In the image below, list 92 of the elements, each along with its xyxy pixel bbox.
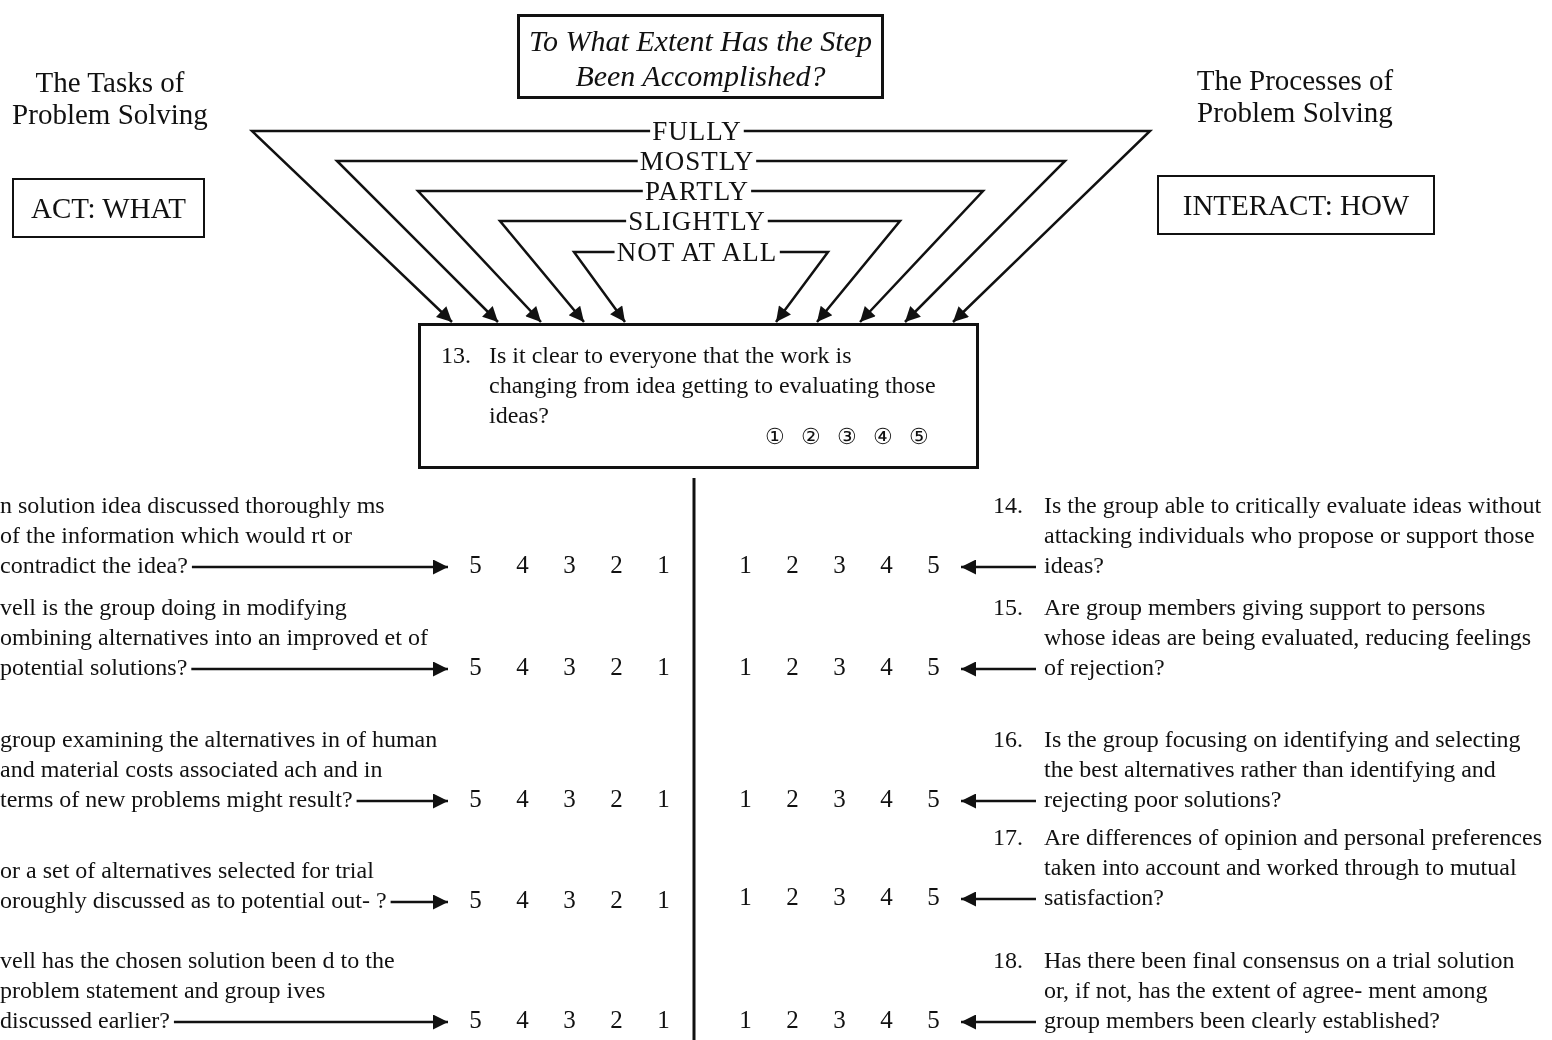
rating-number: 5	[468, 652, 483, 682]
arrow	[961, 793, 1036, 809]
rating-number: 2	[785, 652, 800, 682]
rating-number: 3	[832, 652, 847, 682]
rating-number: 3	[832, 784, 847, 814]
rating-number: 3	[562, 550, 577, 580]
question-number: 15.	[993, 593, 1023, 622]
rating-number: 5	[926, 784, 941, 814]
arrow	[961, 1014, 1036, 1030]
rating-number: 4	[879, 784, 894, 814]
rating-number: 4	[879, 652, 894, 682]
rating-number: 5	[926, 550, 941, 580]
rating-number: 3	[562, 652, 577, 682]
rating-number: 5	[926, 652, 941, 682]
arrow	[961, 891, 1036, 907]
rating-number: 3	[832, 882, 847, 912]
rating-number: 5	[468, 1005, 483, 1035]
rating-number: 4	[515, 784, 530, 814]
rating-number: 1	[738, 1005, 753, 1035]
rating-number: 1	[656, 550, 671, 580]
rating-number: 4	[879, 882, 894, 912]
arrow	[334, 159, 638, 323]
arrow	[191, 559, 448, 575]
rating-number: 2	[785, 1005, 800, 1035]
rating-number: 1	[656, 1005, 671, 1035]
rating-number: 1	[656, 885, 671, 915]
rating-number: 2	[609, 1005, 624, 1035]
arrow	[961, 661, 1036, 677]
question-number: 17.	[993, 823, 1023, 852]
question-heading: To What Extent Has the Step Been Accomplished?	[517, 14, 884, 99]
rating-number: 4	[879, 550, 894, 580]
question-text: Are group members giving support to persons whose ideas are being evaluated, reducing feelings of rejection?	[1044, 593, 1533, 682]
arrow	[415, 189, 643, 323]
column-heading: The Processes of Problem Solving	[1195, 64, 1395, 128]
question-text: vell is the group doing in modifying ombining alternatives into an improved et of potential solutions?	[0, 594, 428, 680]
arrow	[743, 129, 1154, 323]
rating-number: 4	[515, 1005, 530, 1035]
question-text: n solution idea discussed thoroughly ms of the information which would rt or contradict the idea?	[0, 492, 385, 578]
rating-number: 2	[609, 652, 624, 682]
arrow	[356, 793, 448, 809]
question-text: Are differences of opinion and personal preferences taken into account and worked through to mutual satisfaction?	[1044, 823, 1543, 912]
question-number: 14.	[993, 491, 1023, 520]
question-number: 13.	[441, 341, 471, 370]
question-text: group examining the alternatives in of human and material costs associated ach and in terms of new problems might result?	[0, 726, 438, 812]
arrow	[173, 1014, 448, 1030]
rating-number: 4	[879, 1005, 894, 1035]
rating-number: 2	[609, 784, 624, 814]
rating-number: 2	[785, 882, 800, 912]
rating-number: 5	[468, 784, 483, 814]
question-text: Is the group focusing on identifying and selecting the best alternatives rather than identifying and rejecting poor solutions?	[1044, 725, 1522, 814]
rating-number: 3	[562, 784, 577, 814]
arrow	[390, 894, 448, 910]
rating-number: 5	[926, 1005, 941, 1035]
question-text: Has there been final consensus on a trial solution or, if not, has the extent of agree- ment among group members been clearly established?	[1044, 946, 1516, 1035]
rating-number: 1	[738, 550, 753, 580]
rating-number: 1	[656, 652, 671, 682]
rating-number: 5	[468, 550, 483, 580]
rating-number: 4	[515, 550, 530, 580]
rating-number: 5	[926, 882, 941, 912]
rating-number: 1	[738, 652, 753, 682]
rating-number: 2	[609, 885, 624, 915]
arrow	[571, 250, 626, 323]
rating-number: 3	[832, 1005, 847, 1035]
question-card	[418, 323, 979, 469]
rating-number: 3	[832, 550, 847, 580]
category-label: INTERACT: HOW	[1157, 175, 1435, 235]
rating-number: 1	[738, 784, 753, 814]
question-text: or a set of alternatives selected for trial oroughly discussed as to potential out- ?	[0, 857, 387, 913]
arrow	[191, 661, 448, 677]
question-number: 18.	[993, 946, 1023, 975]
question-text: vell has the chosen solution been d to the problem statement and group ives discussed earlier?	[0, 947, 395, 1033]
rating-number: 3	[562, 1005, 577, 1035]
rating-number: 5	[468, 885, 483, 915]
arrow	[775, 250, 831, 323]
rating-number: 4	[515, 652, 530, 682]
column-heading: The Tasks of Problem Solving	[11, 66, 209, 130]
arrow	[751, 189, 986, 323]
rating-number: 1	[656, 784, 671, 814]
arrow	[497, 219, 627, 323]
rating-number: 3	[562, 885, 577, 915]
rating-number: 2	[785, 784, 800, 814]
arrow	[767, 219, 903, 323]
arrow	[756, 159, 1068, 323]
arrow	[961, 559, 1036, 575]
question-text: Is the group able to critically evaluate ideas without attacking individuals who propose or support those ideas?	[1044, 491, 1543, 580]
question-number: 16.	[993, 725, 1023, 754]
category-label: ACT: WHAT	[12, 178, 205, 238]
rating-number: 1	[738, 882, 753, 912]
rating-number: 2	[609, 550, 624, 580]
rating-number: 2	[785, 550, 800, 580]
arrow	[248, 129, 651, 323]
rating-number: 4	[515, 885, 530, 915]
